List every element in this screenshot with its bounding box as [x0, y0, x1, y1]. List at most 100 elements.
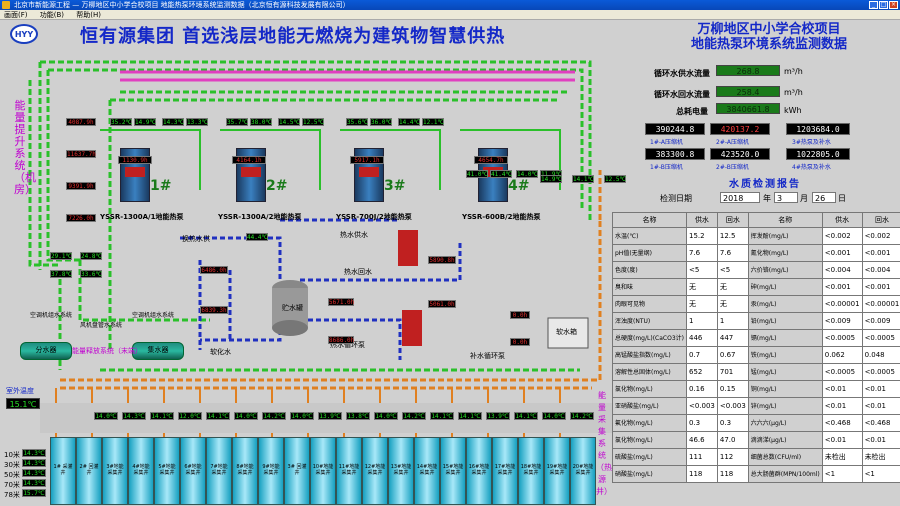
well[interactable]: 2# 回灌井	[76, 437, 102, 505]
well[interactable]: 20#地能 采集井	[570, 437, 596, 505]
date-label: 检测日期	[660, 194, 692, 203]
well[interactable]: 5#地能 采集井	[154, 437, 180, 505]
pump-temp-display: 14.4℃	[398, 118, 421, 126]
day-field[interactable]: 26	[812, 192, 836, 203]
param-value-cell: <0.009	[821, 312, 863, 330]
param-value-cell: <0.0005	[861, 363, 900, 381]
hp1-name: YSSR-1300A/1地能热泵	[100, 213, 184, 221]
year-field[interactable]: 2018	[720, 192, 760, 203]
flow-return-unit: m³/h	[784, 88, 803, 97]
well[interactable]: 6#地能 采集井	[180, 437, 206, 505]
flow-supply-label: 循环水供水流量	[654, 69, 710, 78]
well[interactable]: 8#地能 采集井	[232, 437, 258, 505]
pump-hours-5: 6486.0h	[200, 266, 228, 274]
well[interactable]: 3# 回灌井	[284, 437, 310, 505]
minimize-button[interactable]: _	[869, 1, 878, 9]
param-value-cell: 1	[716, 312, 749, 330]
well[interactable]: 18#地能 采集井	[518, 437, 544, 505]
well[interactable]: 3#地能 采集井	[102, 437, 128, 505]
well-temp-display: 13.8℃	[346, 412, 370, 420]
table-header: 回水	[716, 212, 749, 228]
param-name-cell: 挥发酚(mg/L)	[747, 227, 823, 245]
pump-temp-display: 38.0℃	[250, 118, 273, 126]
param-name-cell: 肉眼可见物	[612, 295, 687, 313]
depth-temp-display: 14.3℃	[22, 459, 46, 467]
well[interactable]: 10#地能 采集井	[310, 437, 336, 505]
storage-tank-label: 贮水罐	[282, 304, 303, 312]
param-value-cell: 446	[685, 329, 718, 347]
well-temp-display: 14.0℃	[542, 412, 566, 420]
well-label: 9#地能 采集井	[262, 464, 280, 476]
param-name-cell: 氯化物(mg/L)	[612, 380, 687, 398]
month-field[interactable]: 3	[774, 192, 798, 203]
flow-supply-display: 268.8	[716, 65, 780, 76]
right-temp-1: 14.9℃	[540, 175, 563, 183]
param-value-cell: <1	[861, 465, 900, 483]
compressor-2a-display: 420137.2	[710, 123, 770, 135]
param-value-cell: <0.001	[821, 278, 863, 296]
param-value-cell: <0.01	[821, 380, 863, 398]
well[interactable]: 7#地能 采集井	[206, 437, 232, 505]
close-button[interactable]: ×	[889, 1, 898, 9]
param-value-cell: 未检出	[821, 448, 863, 466]
well[interactable]: 19#地能 采集井	[544, 437, 570, 505]
param-value-cell: 1	[685, 312, 718, 330]
param-name-cell: 锌(mg/L)	[747, 397, 823, 415]
param-value-cell: 未检出	[861, 448, 900, 466]
hot-return-pump-label: 热水循环泵	[330, 341, 365, 349]
left-vertical-label: 能量提升系统（机房）	[14, 99, 36, 196]
param-value-cell: 12.5	[716, 227, 749, 245]
pump-temp-display: 13.3℃	[186, 118, 209, 126]
well-label: 20#地能 采集井	[572, 464, 594, 476]
param-name-cell: 铜(mg/L)	[747, 380, 823, 398]
param-name-cell: 总硬度(mg/L)(CaCO3计)	[612, 329, 687, 347]
maximize-button[interactable]: □	[879, 1, 888, 9]
well[interactable]: 12#地能 采集井	[362, 437, 388, 505]
well[interactable]: 1# 采灌井	[50, 437, 76, 505]
hp1-hours: 1130.9h	[118, 156, 152, 164]
well[interactable]: 16#地能 采集井	[466, 437, 492, 505]
well[interactable]: 9#地能 采集井	[258, 437, 284, 505]
compressor-1b-label: 1#-B压缩机	[650, 164, 683, 171]
orange-pipes	[60, 170, 602, 390]
param-name-cell: 硝酸盐(mg/L)	[612, 465, 687, 483]
aircon-mid-label: 风机盘管水系统	[80, 322, 123, 329]
hp4-counter-label: 4#热泵及补水	[792, 164, 831, 171]
param-name-cell: 色度(度)	[612, 261, 687, 279]
well-label: 16#地能 采集井	[468, 464, 490, 476]
well[interactable]: 11#地能 采集井	[336, 437, 362, 505]
menu-help[interactable]: 帮助(H)	[76, 11, 101, 19]
blue-pipes	[180, 218, 462, 360]
param-value-cell: 无	[685, 278, 718, 296]
param-name-cell: 臭和味	[612, 278, 687, 296]
param-name-cell: 氯化物(mg/L)	[612, 431, 687, 449]
project-title: 万柳地区中小学合校项目 地能热泵环境系统监测数据	[664, 22, 874, 52]
menu-function[interactable]: 功能(B)	[39, 11, 64, 19]
well[interactable]: 4#地能 采集井	[128, 437, 154, 505]
menu-screen[interactable]: 画面(F)	[4, 11, 28, 19]
heat-supply-label: 换热水供	[182, 235, 210, 243]
well[interactable]: 17#地能 采集井	[492, 437, 518, 505]
well[interactable]: 15#地能 采集井	[440, 437, 466, 505]
right-vertical-label: 能量采集系统（热源井）	[596, 391, 612, 496]
pump-temp-display: 35.2℃	[110, 118, 133, 126]
well-label: 3#地能 采集井	[106, 464, 124, 476]
well-label: 17#地能 采集井	[494, 464, 516, 476]
well-label: 3# 回灌井	[287, 464, 307, 476]
param-value-cell: 15.2	[685, 227, 718, 245]
param-value-cell: <0.0005	[821, 363, 863, 381]
well[interactable]: 13#地能 采集井	[388, 437, 414, 505]
pump-hours-11: 0.0h	[510, 311, 530, 319]
circ-temp-2: 33.6℃	[80, 270, 103, 278]
hot-water-return-label: 热水回水	[344, 268, 372, 276]
param-value-cell: <0.009	[861, 312, 900, 330]
hp2-hours: 4164.1h	[232, 156, 266, 164]
well-label: 15#地能 采集井	[442, 464, 464, 476]
well[interactable]: 14#地能 采集井	[414, 437, 440, 505]
param-value-cell: <0.001	[861, 244, 900, 262]
param-name-cell: 亚硝酸盐(mg/L)	[612, 397, 687, 415]
